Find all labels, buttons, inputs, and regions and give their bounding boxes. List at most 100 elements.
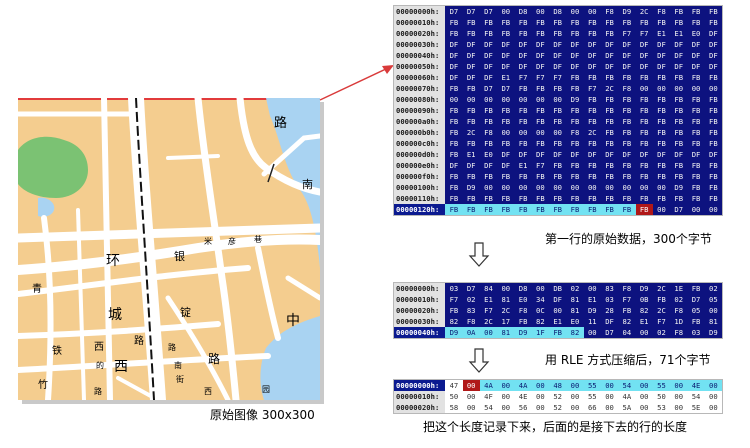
hex-byte: DF xyxy=(622,150,632,159)
hex-byte: FB xyxy=(501,172,511,181)
hex-byte: FB xyxy=(479,204,498,215)
hex-byte: 52 xyxy=(549,402,567,413)
hex-byte: E1 xyxy=(484,295,493,304)
hex-byte: 81 xyxy=(497,327,515,338)
hex-byte: 00 xyxy=(657,183,666,192)
hex-byte: 82 xyxy=(622,317,632,326)
hex-byte: 00 xyxy=(462,380,480,391)
hex-byte: FB xyxy=(639,139,649,148)
hex-byte: FB xyxy=(605,29,614,38)
hex-byte: 1D xyxy=(674,317,684,326)
hex-byte: 00 xyxy=(587,328,597,337)
hex-byte: 4A xyxy=(479,380,498,391)
hex-byte: FB xyxy=(691,117,701,126)
hex-byte: FB xyxy=(709,117,718,126)
hex-byte: 5E xyxy=(687,402,705,413)
hex-byte: 00 xyxy=(479,327,498,338)
hex-byte: FB xyxy=(605,161,614,170)
hex-byte: FB xyxy=(484,117,493,126)
hex-byte: DF xyxy=(691,40,701,49)
hex-byte: 00 xyxy=(531,391,550,402)
road-network xyxy=(18,98,320,400)
hex-byte: 00 xyxy=(497,391,515,402)
hex-byte: 81 xyxy=(570,306,580,315)
hex-byte: FB xyxy=(622,117,632,126)
hex-byte: DF xyxy=(570,62,580,71)
hex-byte: F8 xyxy=(605,7,614,16)
hex-byte: 2C xyxy=(657,306,666,315)
hex-byte: DF xyxy=(518,150,528,159)
hex-byte: FB xyxy=(501,18,511,27)
hex-byte: FB xyxy=(466,18,476,27)
hex-byte: FB xyxy=(501,117,511,126)
hex-byte: FB xyxy=(570,29,580,38)
hex-byte: 00 xyxy=(484,183,493,192)
hex-byte: 4E xyxy=(514,391,532,402)
hex-byte: FB xyxy=(605,139,614,148)
hex-byte: FB xyxy=(449,194,459,203)
hex-byte: 00 xyxy=(536,128,545,137)
hex-byte: 00 xyxy=(484,95,493,104)
hex-byte: FB xyxy=(449,29,459,38)
hex-byte: D9 xyxy=(622,7,632,16)
original-map-image: 路 南 环 银 米 彦 巷 青 城 锭 中 铁 西 路 路 西 的 路 南 竹 … xyxy=(18,98,324,404)
hex-byte: FB xyxy=(657,95,666,104)
hex-address: 00000050h: xyxy=(394,61,446,72)
hex-byte: E1 xyxy=(518,161,528,170)
hex-byte: F7 xyxy=(484,306,493,315)
hex-byte: 00 xyxy=(704,380,722,391)
hex-byte: FB xyxy=(709,7,718,16)
hex-address: 00000020h: xyxy=(394,28,446,39)
map-label-lu-3: 路 xyxy=(208,352,221,366)
hex-address: 000000a0h: xyxy=(394,116,446,127)
hex-byte: FB xyxy=(674,106,684,115)
hex-byte: F7 xyxy=(536,73,545,82)
hex-byte: FB xyxy=(639,18,649,27)
hex-byte: D7 xyxy=(466,284,476,293)
hex-byte: 00 xyxy=(587,284,597,293)
hex-byte: FB xyxy=(674,7,684,16)
hex-byte: F7 xyxy=(657,317,666,326)
hex-byte: FB xyxy=(553,106,562,115)
hex-byte: FB xyxy=(484,139,493,148)
hex-byte: 5A xyxy=(618,402,636,413)
hex-byte: DF xyxy=(484,73,493,82)
hex-byte: FB xyxy=(449,117,459,126)
hex-byte: 00 xyxy=(691,205,701,214)
hex-byte: DF xyxy=(639,150,649,159)
hex-byte: FB xyxy=(587,29,597,38)
hex-byte: F8 xyxy=(570,128,580,137)
hex-byte: DF xyxy=(484,51,493,60)
hex-address: 00000020h: xyxy=(394,305,446,316)
hex-byte: D9 xyxy=(514,327,532,338)
map-label-zhu: 竹 xyxy=(38,380,48,391)
hex-byte: FB xyxy=(518,172,528,181)
hex-byte: DF xyxy=(657,40,666,49)
hex-byte: FB xyxy=(553,29,562,38)
hex-byte: F7 xyxy=(639,29,649,38)
hex-byte: E0 xyxy=(570,317,580,326)
hex-byte: FB xyxy=(570,172,580,181)
hex-address: 00000010h: xyxy=(394,391,446,402)
hex-byte: FB xyxy=(536,194,545,203)
hex-byte: 05 xyxy=(691,306,701,315)
hex-byte: FB xyxy=(449,139,459,148)
hex-byte: DF xyxy=(587,62,597,71)
hex-byte: 4E xyxy=(687,380,705,391)
hex-byte: FB xyxy=(570,106,580,115)
hex-byte: DF xyxy=(691,150,701,159)
hex-byte: DF xyxy=(449,51,459,60)
hex-byte: D9 xyxy=(587,306,597,315)
hex-byte: FB xyxy=(484,18,493,27)
hex-byte: FB xyxy=(639,128,649,137)
hex-byte: FB xyxy=(497,204,515,215)
hex-address: 00000070h: xyxy=(394,83,446,94)
hex-byte: 4A xyxy=(514,380,532,391)
hex-byte: FB xyxy=(622,306,632,315)
